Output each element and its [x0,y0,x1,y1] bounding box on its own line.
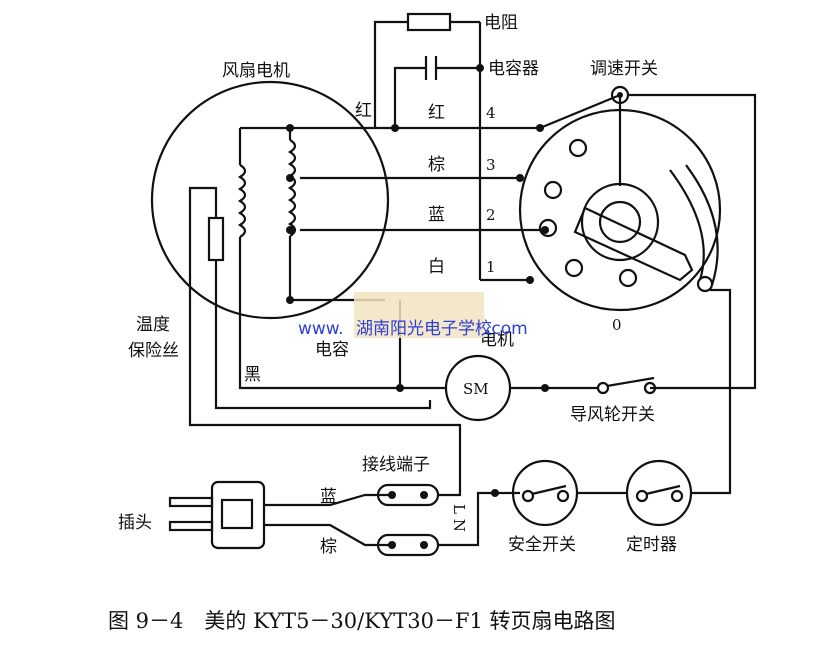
plug [168,480,266,550]
label-fuse-line2: 保险丝 [128,341,179,361]
motor-winding-left [237,126,290,300]
label-plug-brown: 棕 [320,537,337,557]
wire-black [238,300,445,390]
label-pos1: 1 [486,258,496,276]
label-speed-switch: 调速开关 [590,59,658,79]
label-sm: SM [463,380,489,398]
label-terminal: 接线端子 [362,455,430,475]
label-motor-red: 红 [355,101,372,121]
watermark-right: .com [486,319,528,339]
label-plug: 插头 [118,513,152,533]
speed-switch [518,85,722,312]
label-motor-2: 电机 [480,330,514,350]
watermark: www. 湖南阳光电子学校 .com [298,292,528,339]
label-capacitor: 电容器 [488,59,539,79]
label-wire-white: 白 [428,257,445,277]
label-guide-switch: 导风轮开关 [570,405,655,425]
label-wire-brown: 棕 [428,155,445,175]
label-plug-blue: 蓝 [320,487,337,507]
label-timer: 定时器 [626,535,677,555]
guide-switch-contact-b [643,381,657,395]
label-wire-red: 红 [428,103,445,123]
timer [625,459,693,527]
label-safety-switch: 安全开关 [508,535,576,555]
label-capacitor-2: 电容 [315,340,349,360]
label-ln: L N [450,504,468,532]
watermark-mid: 湖南阳光电子学校 [356,319,492,339]
figure-caption: 图 9－4 美的 KYT5－30/KYT30－F1 转页扇电路图 [108,609,616,633]
label-fuse-line1: 温度 [136,315,170,335]
label-resistor: 电阻 [484,13,518,33]
label-pos4: 4 [486,104,496,122]
label-pos0: 0 [612,316,622,334]
guide-switch-contact-a [596,381,610,395]
label-black: 黑 [244,365,261,385]
label-fan-motor: 风扇电机 [222,61,290,81]
label-pos3: 3 [486,156,496,174]
label-pos2: 2 [486,206,496,224]
fan-motor-circle [150,80,390,320]
watermark-left: www. [298,319,344,339]
label-wire-blue: 蓝 [428,205,445,225]
